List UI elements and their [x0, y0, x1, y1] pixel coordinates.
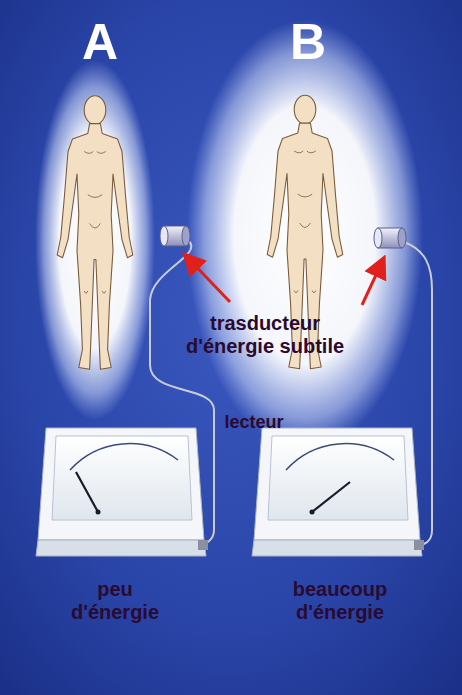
pointer-arrow — [186, 256, 230, 302]
meter-label: lecteur — [222, 412, 286, 433]
transducer — [160, 226, 190, 246]
transducer-label: trasducteur d'énergie subtile — [165, 312, 365, 358]
energy-aura — [187, 20, 423, 450]
transducer — [374, 228, 406, 248]
reading-label: beaucoup d'énergie — [270, 578, 410, 624]
reading-label: peu d'énergie — [55, 578, 175, 624]
figure-letter: A — [60, 14, 140, 72]
figure-letter: B — [268, 14, 348, 72]
needle — [76, 472, 98, 512]
human-figure — [57, 96, 133, 370]
needle — [312, 482, 350, 512]
pointer-arrow — [362, 260, 383, 305]
energy-aura — [35, 60, 155, 420]
meter — [252, 428, 424, 556]
meter — [36, 428, 208, 556]
